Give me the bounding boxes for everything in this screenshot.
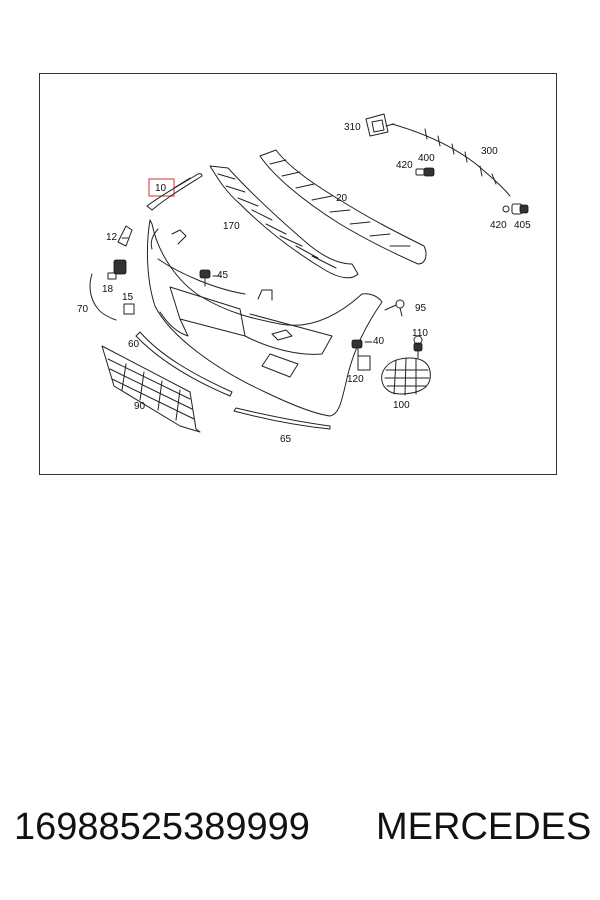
bumper-fog-right <box>261 353 299 378</box>
brand-name: MERCEDES <box>376 806 592 848</box>
bumper-cover <box>146 219 383 417</box>
part-12-washer-cover <box>117 225 133 247</box>
part-15-cover <box>123 303 135 315</box>
callout-90: 90 <box>134 401 146 412</box>
callout-405: 405 <box>514 220 531 231</box>
bumper-mount-tab <box>257 289 273 301</box>
part-90-grille-bars <box>107 358 195 421</box>
product-footer: 1698852538​9999 MERCEDES <box>0 806 600 866</box>
part-70-molding <box>89 273 117 321</box>
part-100-grille-bars <box>384 357 430 396</box>
callout-170: 170 <box>223 221 240 232</box>
bumper-tow-cap <box>271 329 293 341</box>
part-95-clip <box>395 299 405 317</box>
part-20-reinforcement <box>259 149 427 265</box>
part-65-bottom-trim <box>233 407 331 430</box>
callout-15: 15 <box>122 292 134 303</box>
part-310-bracket <box>365 113 389 137</box>
callout-10: 10 <box>155 183 167 194</box>
part-number: 1698852538​9999 <box>14 806 310 848</box>
bumper-hook-left <box>150 228 187 250</box>
part-400-sensor <box>415 167 435 177</box>
callout-65: 65 <box>280 434 292 445</box>
callout-120: 120 <box>347 374 364 385</box>
part-60-lower-trim <box>135 331 233 397</box>
part-100-side-grille <box>381 357 431 395</box>
callout-420-b: 420 <box>490 220 507 231</box>
callout-95: 95 <box>415 303 427 314</box>
part-170-ribs <box>217 173 337 269</box>
callout-20: 20 <box>336 193 348 204</box>
parts-diagram-frame: 10 12 18 70 15 60 90 65 170 45 20 310 30… <box>39 73 557 475</box>
callout-40: 40 <box>373 336 385 347</box>
callout-110: 110 <box>412 328 428 339</box>
part-405-sensor <box>502 203 529 215</box>
callout-420-a: 420 <box>396 160 413 171</box>
bumper-exploded-diagram: 10 12 18 70 15 60 90 65 170 45 20 310 30… <box>77 113 531 445</box>
callout-310: 310 <box>344 122 361 133</box>
callout-60: 60 <box>128 339 140 350</box>
part-300-connectors <box>424 128 497 185</box>
callout-300: 300 <box>481 146 498 157</box>
part-20-ribs <box>269 159 411 247</box>
callout-45: 45 <box>217 270 229 281</box>
part-170-absorber <box>209 165 359 279</box>
part-10-upper-trim <box>146 173 203 211</box>
bumper-center-contour <box>157 258 333 355</box>
part-300-wiring <box>391 123 511 197</box>
part-120-bracket <box>357 355 371 371</box>
callout-18: 18 <box>102 284 114 295</box>
callout-12: 12 <box>106 232 118 243</box>
callout-100: 100 <box>393 400 410 411</box>
part-18-nozzle <box>107 259 127 280</box>
part-45-clip <box>199 269 211 287</box>
part-40-bolt <box>351 339 363 357</box>
bumper-fog-left <box>159 311 189 337</box>
callout-70: 70 <box>77 304 89 315</box>
leader-lines <box>121 123 419 359</box>
callout-400: 400 <box>418 153 435 164</box>
